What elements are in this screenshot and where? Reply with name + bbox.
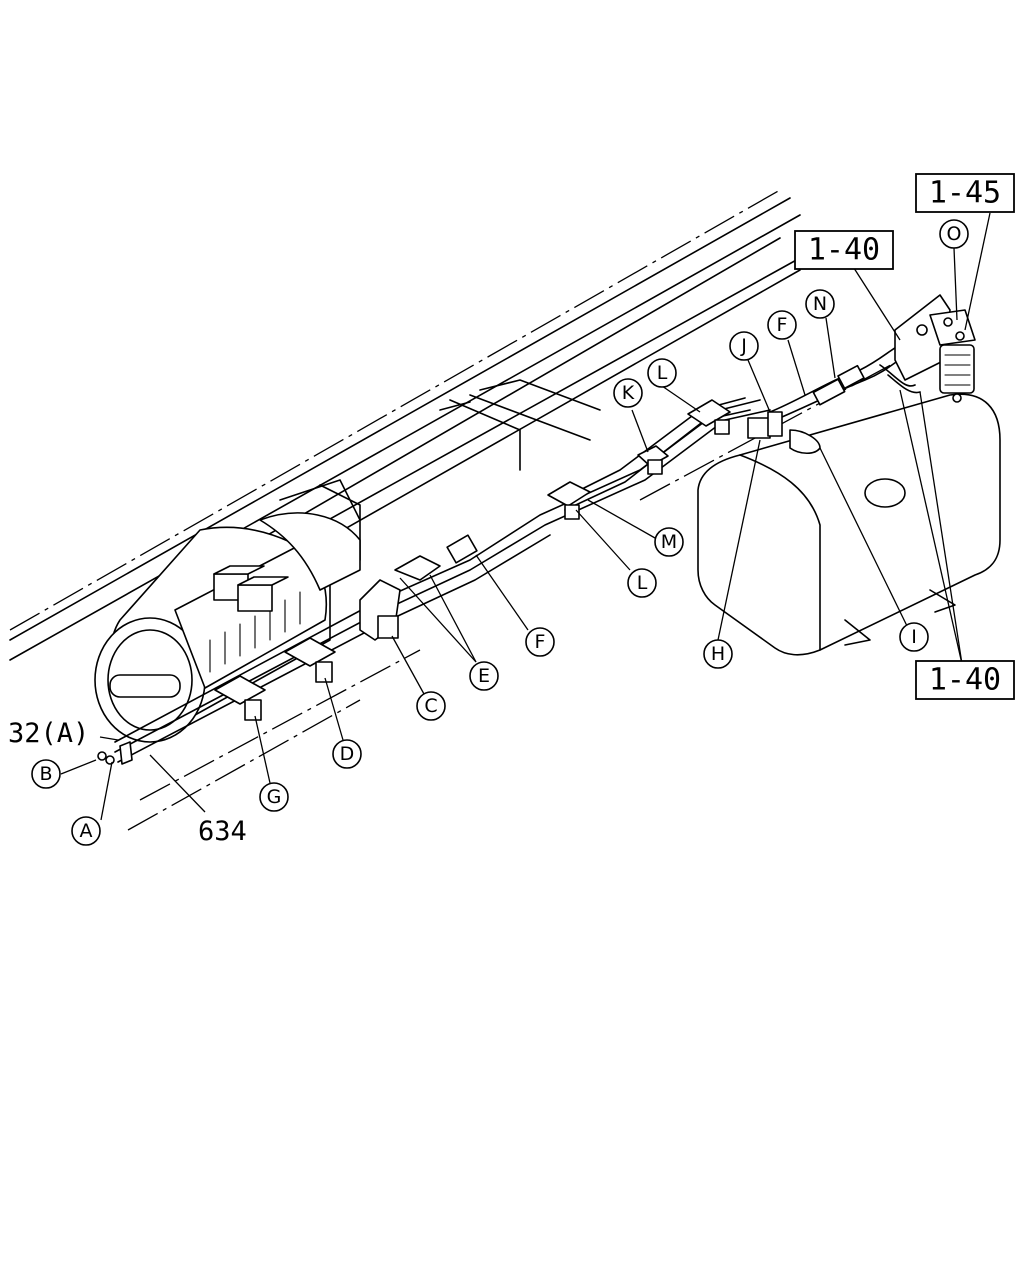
callout-a: A bbox=[71, 816, 101, 846]
svg-text:G: G bbox=[267, 786, 282, 808]
fuel-filter-assembly bbox=[894, 294, 976, 403]
fuel-tank bbox=[697, 393, 1001, 656]
ref-box-1-45: 1-45 bbox=[915, 173, 1015, 213]
svg-text:A: A bbox=[80, 820, 93, 842]
svg-text:D: D bbox=[340, 743, 355, 765]
leader-lines bbox=[60, 212, 991, 821]
callout-l-lower: L bbox=[627, 568, 657, 598]
callout-b: B bbox=[31, 759, 61, 789]
callout-f-upper: F bbox=[767, 310, 797, 340]
svg-text:K: K bbox=[622, 382, 635, 404]
transmission-body bbox=[94, 512, 361, 743]
callout-i: I bbox=[899, 622, 929, 652]
engine-fins bbox=[209, 591, 301, 673]
callout-n: N bbox=[805, 289, 835, 319]
callout-g: G bbox=[259, 782, 289, 812]
callout-l-upper: L bbox=[647, 358, 677, 388]
part-number-634: 634 bbox=[198, 816, 247, 847]
svg-text:C: C bbox=[424, 695, 437, 717]
callout-e: E bbox=[469, 661, 499, 691]
svg-text:O: O bbox=[947, 223, 962, 245]
part-number-32a: 32(A) bbox=[8, 718, 89, 749]
svg-text:1-40: 1-40 bbox=[929, 663, 1001, 698]
svg-text:N: N bbox=[813, 293, 827, 315]
ref-box-1-40-top: 1-40 bbox=[794, 230, 894, 270]
callout-c: C bbox=[416, 691, 446, 721]
callout-k: K bbox=[613, 378, 643, 408]
svg-text:M: M bbox=[661, 531, 677, 553]
callout-f-lower: F bbox=[525, 627, 555, 657]
svg-text:1-45: 1-45 bbox=[929, 176, 1001, 211]
callout-j: J bbox=[729, 331, 759, 361]
svg-text:B: B bbox=[39, 763, 52, 785]
callout-m: M bbox=[654, 527, 684, 557]
callout-d: D bbox=[332, 739, 362, 769]
svg-text:F: F bbox=[777, 314, 788, 336]
svg-text:I: I bbox=[911, 626, 917, 648]
callout-o: O bbox=[939, 219, 969, 249]
svg-text:J: J bbox=[740, 335, 747, 357]
svg-text:L: L bbox=[637, 572, 648, 594]
callout-h: H bbox=[703, 639, 733, 669]
svg-text:F: F bbox=[535, 631, 546, 653]
svg-text:L: L bbox=[657, 362, 668, 384]
svg-text:1-40: 1-40 bbox=[808, 233, 880, 268]
svg-text:H: H bbox=[711, 643, 725, 665]
line-clips bbox=[214, 399, 783, 721]
svg-text:E: E bbox=[478, 665, 490, 687]
ref-box-1-40-bottom: 1-40 bbox=[915, 660, 1015, 700]
